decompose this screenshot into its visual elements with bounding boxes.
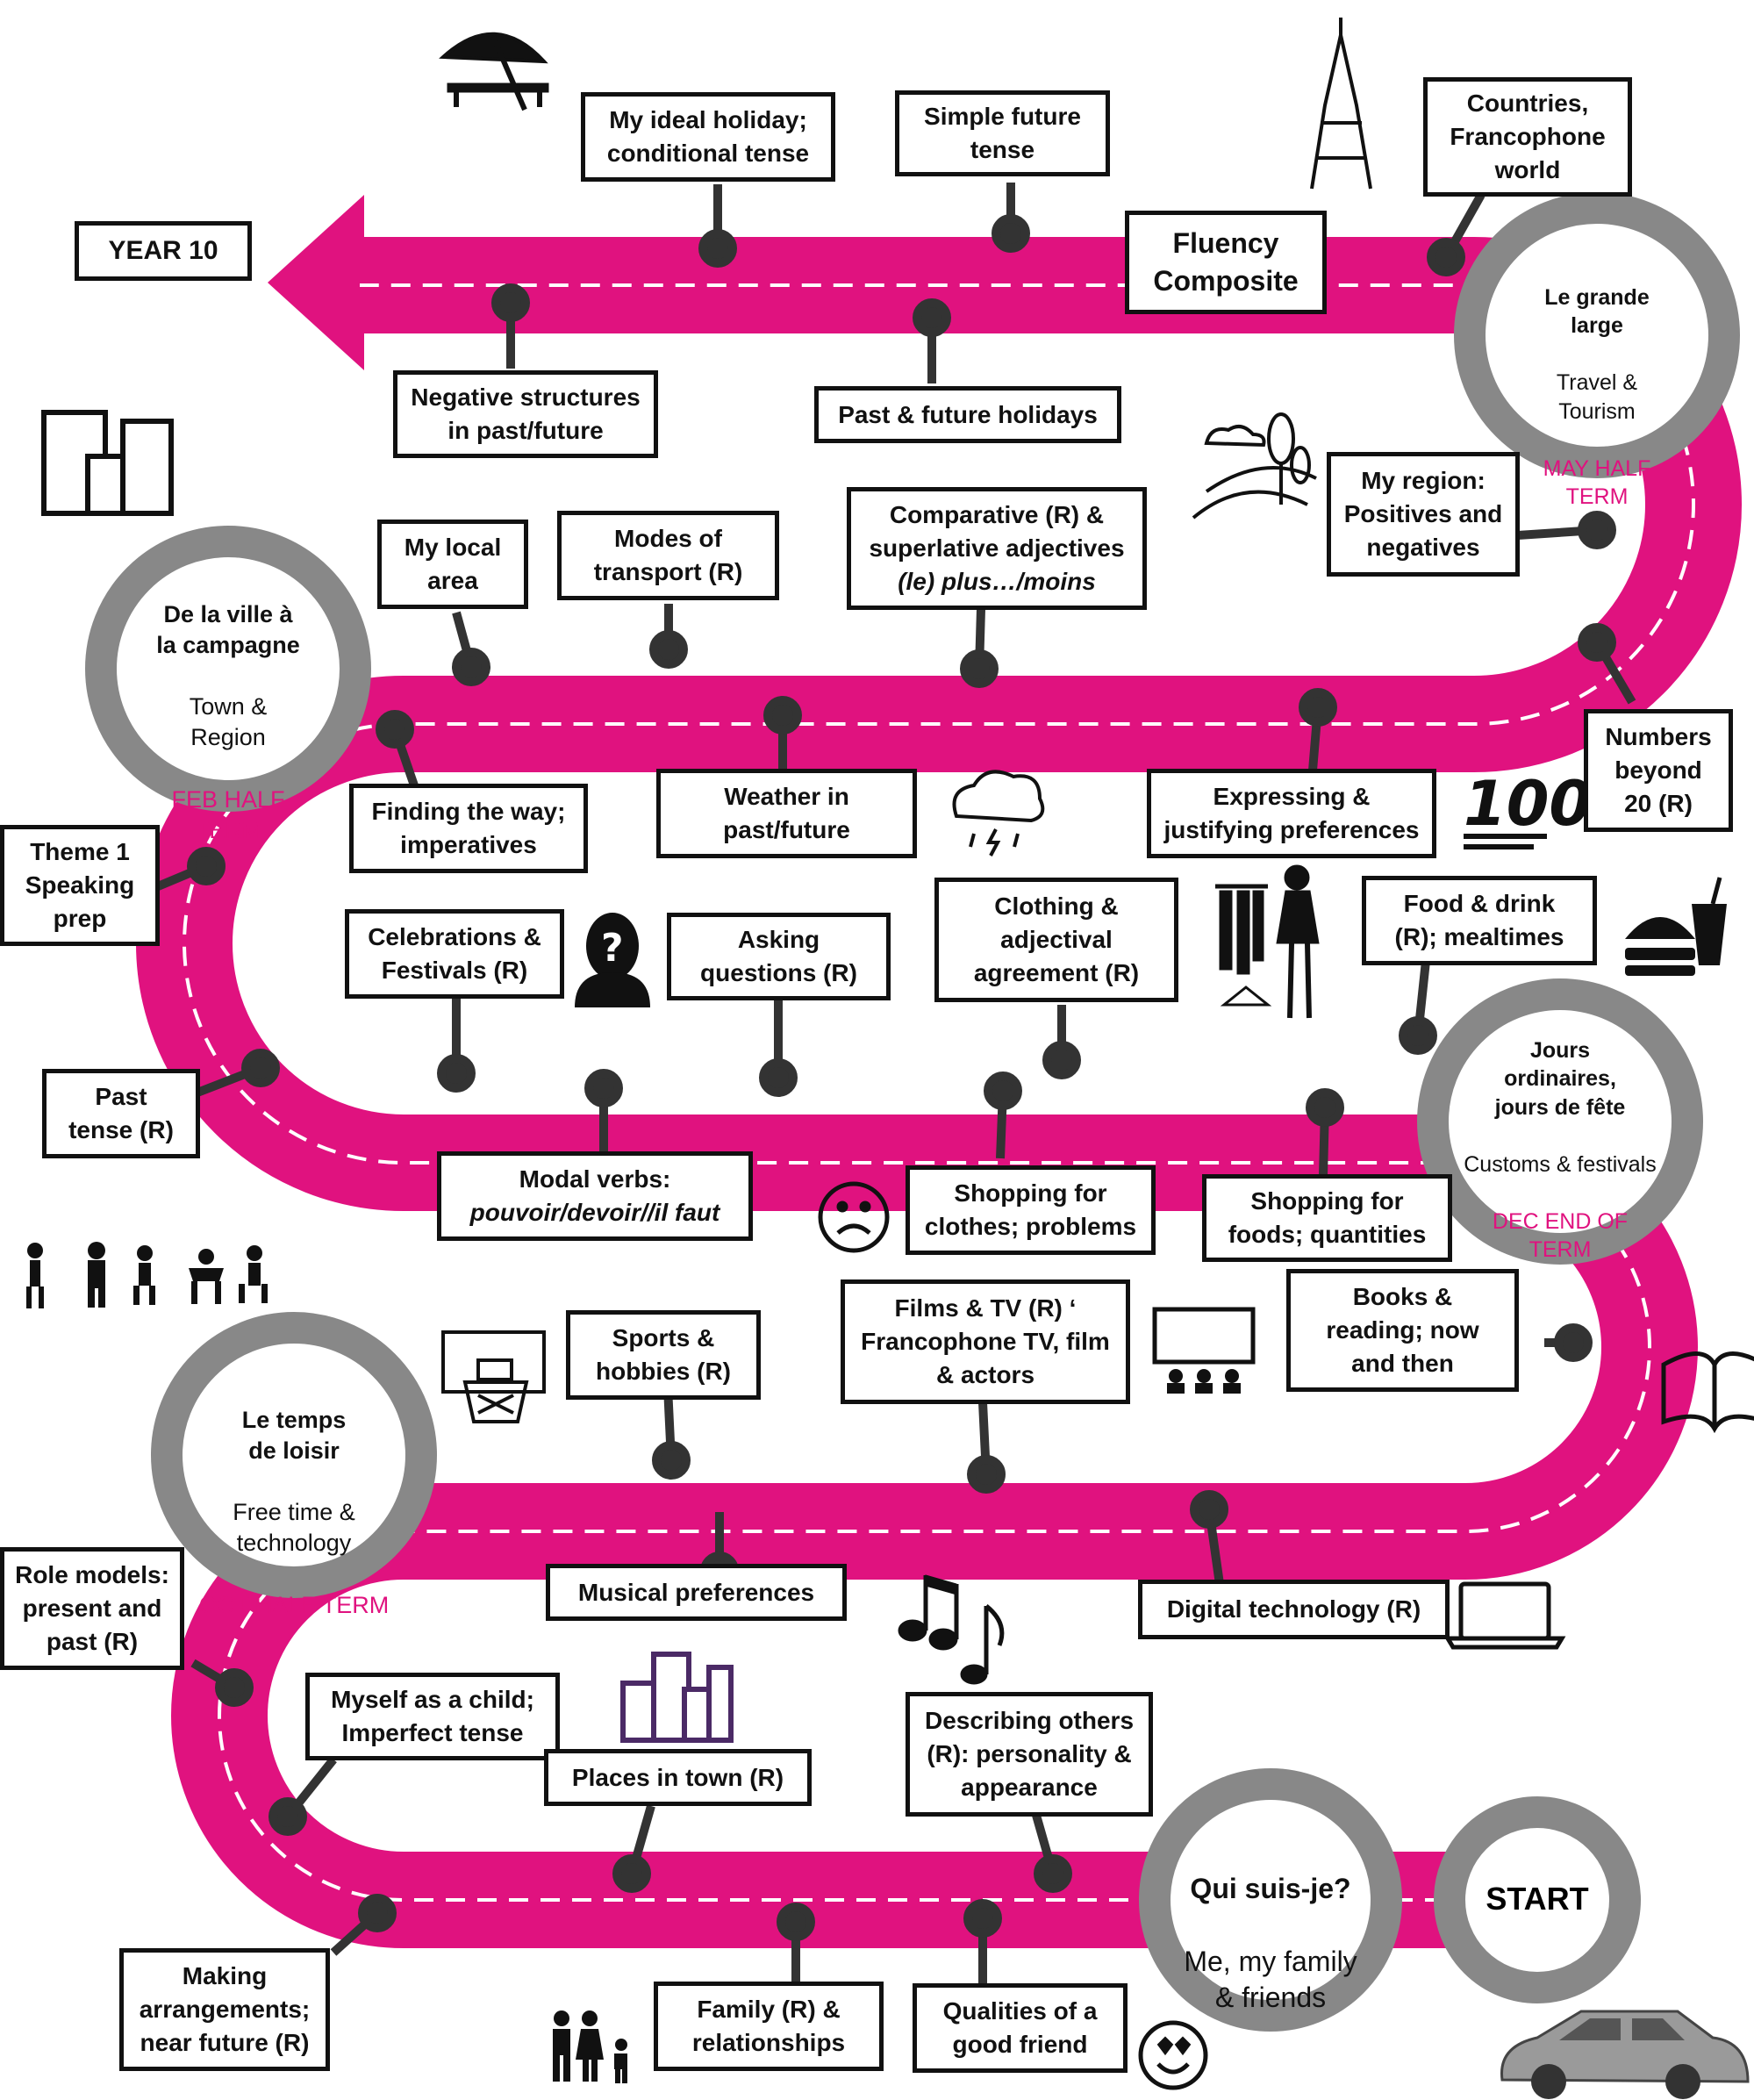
sad-face-icon xyxy=(818,1181,890,1253)
circle-ville-title: De la ville à la campagne xyxy=(156,601,300,659)
topic-modal-line2: pouvoir/devoir//il faut xyxy=(469,1199,720,1226)
topic-past-tense: Past tense (R) xyxy=(42,1069,200,1158)
topic-digital: Digital technology (R) xyxy=(1138,1580,1450,1639)
topic-comparative: Comparative (R) & superlative adjectives… xyxy=(847,487,1147,610)
cinema-icon xyxy=(1152,1307,1256,1394)
circle-ville-subtitle: Town & Region xyxy=(189,693,268,751)
circle-large-subtitle: Travel & Tourism xyxy=(1556,370,1638,424)
year-title: YEAR 10 xyxy=(75,221,252,281)
topic-comparative-line1: Comparative (R) & xyxy=(889,501,1105,529)
circle-ville-term: FEB HALF TERM xyxy=(171,785,285,843)
rain-cloud-icon xyxy=(952,770,1045,856)
circle-ville xyxy=(85,526,371,812)
topic-negative: Negative structures in past/future xyxy=(393,370,658,458)
buildings-icon xyxy=(41,410,174,516)
town-buildings-icon xyxy=(620,1652,734,1743)
svg-text:?: ? xyxy=(601,926,624,971)
topic-shopping-food: Shopping for foods; quantities xyxy=(1202,1174,1452,1262)
topic-simple-future: Simple future tense xyxy=(895,90,1110,176)
topic-films: Films & TV (R) ‘ Francophone TV, film & … xyxy=(841,1279,1130,1404)
circle-qui xyxy=(1139,1768,1402,2032)
start-label: START xyxy=(1486,1881,1589,1917)
topic-fluency: Fluency Composite xyxy=(1125,211,1327,314)
topic-role-models: Role models: present and past (R) xyxy=(0,1547,184,1670)
topic-weather: Weather in past/future xyxy=(656,769,917,858)
topic-preferences: Expressing & justifying preferences xyxy=(1147,769,1436,858)
circle-jours xyxy=(1417,978,1703,1265)
road-dashes xyxy=(183,283,1695,1902)
topic-numbers: Numbers beyond 20 (R) xyxy=(1584,709,1733,832)
hundred-emoji-icon: 100 xyxy=(1464,768,1592,849)
circle-loisir-term: OCT HALF TERM xyxy=(198,1591,390,1618)
topic-past-future-holidays: Past & future holidays xyxy=(814,386,1121,443)
topic-modal: Modal verbs: pouvoir/devoir//il faut xyxy=(437,1151,753,1241)
topic-clothing: Clothing & adjectival agreement (R) xyxy=(934,878,1178,1002)
svg-text:100: 100 xyxy=(1464,768,1592,840)
eiffel-tower-icon xyxy=(1310,18,1372,190)
clothes-rack-icon xyxy=(1215,864,1320,1019)
circle-jours-term: DEC END OF TERM xyxy=(1492,1208,1629,1263)
laptop-icon xyxy=(1443,1581,1566,1650)
circle-start xyxy=(1434,1796,1641,2003)
circle-loisir-subtitle: Free time & technology xyxy=(233,1499,355,1557)
circle-large-term: MAY HALF TERM xyxy=(1543,455,1651,510)
circle-large-label: Le grande large Travel & Tourism MAY HAL… xyxy=(1483,254,1711,540)
topic-sports: Sports & hobbies (R) xyxy=(566,1310,761,1400)
circle-qui-title: Qui suis-je? xyxy=(1190,1872,1351,1904)
topic-modal-line1: Modal verbs: xyxy=(519,1165,671,1193)
topic-musical: Musical preferences xyxy=(546,1564,847,1621)
topic-ideal-holiday: My ideal holiday; conditional tense xyxy=(581,92,835,182)
topic-food-drink: Food & drink (R); mealtimes xyxy=(1362,876,1597,965)
circle-loisir xyxy=(151,1312,437,1598)
topic-family: Family (R) & relationships xyxy=(654,1982,884,2071)
topic-comparative-line3: (le) plus…/moins xyxy=(898,567,1096,595)
circle-loisir-title: Le temps de loisir xyxy=(241,1407,347,1465)
circle-ville-label: De la ville à la campagne Town & Region … xyxy=(105,569,351,877)
circle-qui-label: Qui suis-je? Me, my family & friends xyxy=(1167,1834,1374,2053)
topic-myself-child: Myself as a child; Imperfect tense xyxy=(305,1673,560,1760)
circle-jours-subtitle: Customs & festivals xyxy=(1464,1151,1657,1177)
circle-jours-label: Jours ordinaires, jours de fête Customs … xyxy=(1439,1007,1681,1293)
topic-questions: Asking questions (R) xyxy=(667,913,891,1000)
music-notes-icon xyxy=(898,1574,1005,1685)
topic-shopping-clothes: Shopping for clothes; problems xyxy=(906,1165,1156,1255)
car-icon xyxy=(1500,2010,1750,2099)
family-icon xyxy=(553,2010,627,2083)
circle-jours-title: Jours ordinaires, jours de fête xyxy=(1494,1037,1626,1120)
beach-umbrella-icon xyxy=(439,32,549,111)
topic-transport: Modes of transport (R) xyxy=(557,511,779,600)
arrow-head xyxy=(268,195,364,370)
question-person-icon: ? xyxy=(575,913,650,1007)
circle-large-title: Le grande large xyxy=(1544,284,1650,339)
topic-places: Places in town (R) xyxy=(544,1749,812,1806)
dancers-icon xyxy=(26,1242,268,1308)
fast-food-icon xyxy=(1625,877,1727,976)
circle-qui-subtitle: Me, my family & friends xyxy=(1184,1945,1357,2014)
countryside-icon xyxy=(1192,412,1317,520)
love-face-icon xyxy=(1138,2020,1208,2090)
topic-comparative-line2: superlative adjectives xyxy=(869,534,1125,563)
topic-countries: Countries, Francophone world xyxy=(1423,77,1632,197)
topic-finding-way: Finding the way; imperatives xyxy=(349,784,588,873)
topic-arrangements: Making arrangements; near future (R) xyxy=(119,1948,330,2071)
topic-my-region: My region: Positives and negatives xyxy=(1327,452,1520,577)
topic-theme1: Theme 1 Speaking prep xyxy=(0,825,160,946)
topic-qualities: Qualities of a good friend xyxy=(913,1983,1128,2073)
topic-books: Books & reading; now and then xyxy=(1286,1269,1519,1392)
topic-describing: Describing others (R): personality & app… xyxy=(906,1692,1153,1817)
basketball-hoop-icon xyxy=(441,1330,546,1423)
topic-celebrations: Celebrations & Festivals (R) xyxy=(345,909,564,999)
topic-local-area: My local area xyxy=(377,520,528,609)
circle-large xyxy=(1454,192,1740,478)
open-book-icon xyxy=(1661,1351,1754,1434)
circle-loisir-label: Le temps de loisir Free time & technolog… xyxy=(171,1374,417,1652)
